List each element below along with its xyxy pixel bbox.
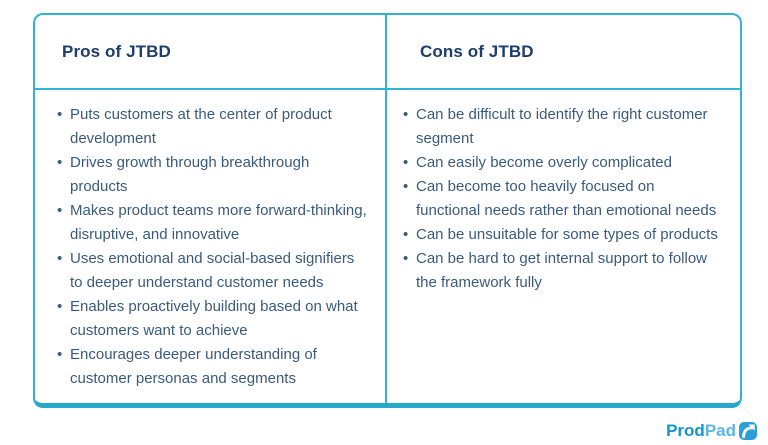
cons-list-item: Can become too heavily focused on functi…	[403, 175, 722, 223]
pros-list-item: Enables proactively building based on wh…	[57, 295, 369, 343]
cons-header: Cons of JTBD	[387, 15, 740, 90]
pros-list-item: Makes product teams more forward-thinkin…	[57, 199, 369, 247]
pros-list: Puts customers at the center of product …	[57, 103, 369, 391]
cons-list-item: Can easily become overly complicated	[403, 151, 722, 175]
cons-list-item: Can be hard to get internal support to f…	[403, 247, 722, 295]
pros-list-item: Uses emotional and social-based signifie…	[57, 247, 369, 295]
prodpad-swirl-icon	[739, 422, 757, 440]
cons-list: Can be difficult to identify the right c…	[403, 103, 722, 295]
pros-list-item: Drives growth through breakthrough produ…	[57, 151, 369, 199]
cons-list-item: Can be unsuitable for some types of prod…	[403, 223, 722, 247]
pros-list-item: Puts customers at the center of product …	[57, 103, 369, 151]
pros-column: Pros of JTBD Puts customers at the cente…	[35, 15, 387, 403]
pros-list-item: Encourages deeper understanding of custo…	[57, 343, 369, 391]
prodpad-logo: Prod Pad	[666, 422, 757, 440]
cons-body: Can be difficult to identify the right c…	[387, 90, 740, 403]
prodpad-logo-pad-text: Pad	[704, 421, 736, 440]
cons-column: Cons of JTBD Can be difficult to identif…	[387, 15, 740, 403]
jtbd-comparison-table: Pros of JTBD Puts customers at the cente…	[33, 13, 742, 408]
pros-body: Puts customers at the center of product …	[35, 90, 385, 403]
prodpad-logo-prod-text: Prod	[666, 421, 705, 440]
pros-header: Pros of JTBD	[35, 15, 385, 90]
cons-list-item: Can be difficult to identify the right c…	[403, 103, 722, 151]
